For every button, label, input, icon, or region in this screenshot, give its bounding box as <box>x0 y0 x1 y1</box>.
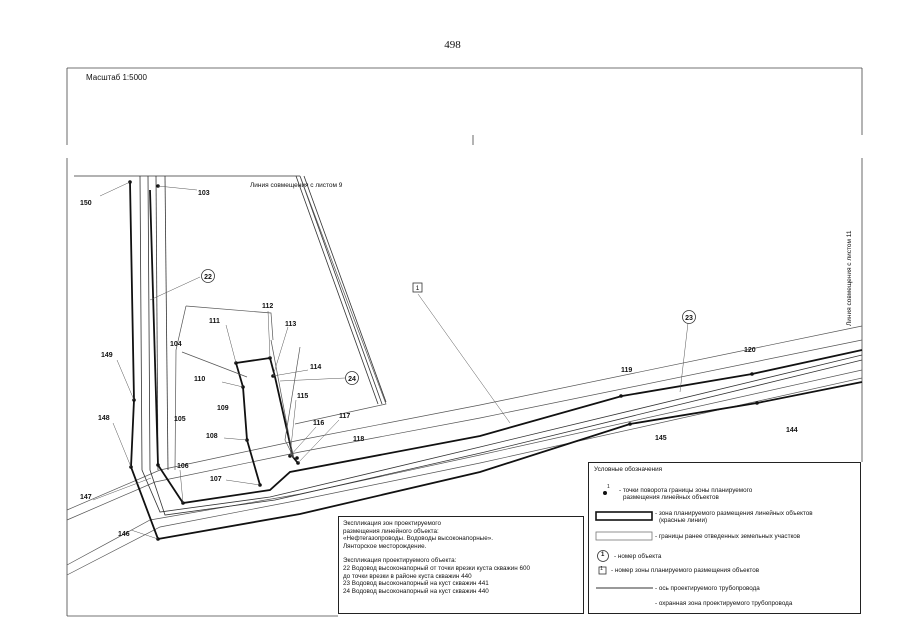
road-band <box>66 325 863 576</box>
legend-row-axis: - ось проектируемого трубопровода <box>589 583 862 597</box>
explication-line-5: Экспликация проектируемого объекта: <box>343 557 457 565</box>
point-label-108: 108 <box>206 433 218 440</box>
legend-zone-text-2: (красные линии) <box>659 517 708 524</box>
legend-zone-text-1: - зона планируемого размещения линейных … <box>655 510 813 517</box>
point-label-103: 103 <box>198 190 210 197</box>
point-label-118: 118 <box>353 436 364 443</box>
zone-symbol-icon <box>595 511 653 521</box>
point-label-105: 105 <box>174 416 186 423</box>
point-label-111: 111 <box>209 318 220 325</box>
scale-label: Масштаб 1:5000 <box>86 73 147 82</box>
point-label-150: 150 <box>80 200 92 207</box>
object-marker-22: 22 <box>201 269 215 283</box>
pipeline-axes <box>139 175 863 516</box>
object-label-22: 22 <box>204 274 212 281</box>
point-label-147: 147 <box>80 494 92 501</box>
zone-square-icon <box>598 566 607 575</box>
explication-item-3: 23 Водовод высоконапорный на куст скважи… <box>343 580 489 588</box>
match-line-top-label: Линия совмещения с листом 9 <box>250 182 343 189</box>
legend-row-object: 1 - номер объекта <box>589 549 862 563</box>
legend-zone-marker: 1 <box>600 566 604 572</box>
legend-zone-number-text: - номер зоны планируемого размещения объ… <box>611 567 760 574</box>
legend-axis-text: - ось проектируемого трубопровода <box>655 585 760 592</box>
double-line <box>295 175 387 405</box>
point-label-146: 146 <box>118 531 130 538</box>
zone-number-marker: 1 <box>412 282 423 293</box>
legend-protective-text: - охранная зона проектируемого трубопров… <box>655 600 793 607</box>
point-label-104: 104 <box>170 341 182 348</box>
point-label-107: 107 <box>210 476 222 483</box>
explication-item-2: до точки врезки в районе куста скважин 4… <box>343 572 472 580</box>
point-label-106: 106 <box>177 463 189 470</box>
legend-object-text: - номер объекта <box>614 553 662 560</box>
legend-row-protective: - охранная зона проектируемого трубопров… <box>589 598 862 612</box>
legend-plots-text: - границы ранее отведенных земельных уча… <box>655 533 801 540</box>
thin-outlines <box>174 305 301 471</box>
leader-lines <box>92 181 689 540</box>
point-label-115: 115 <box>297 393 308 400</box>
page-number: 498 <box>444 39 461 51</box>
point-label-144: 144 <box>786 427 798 434</box>
point-label-148: 148 <box>98 415 110 422</box>
pipeline-axis-icon <box>596 587 653 589</box>
land-plot-boundary <box>294 175 387 425</box>
turn-point-icon <box>603 491 607 495</box>
match-line-right-label: Линия совмещения с листом 11 <box>846 230 853 326</box>
explication-item-1: 22 Водовод высоконапорный от точки врезк… <box>343 564 530 572</box>
legend-row-plots: - границы ранее отведенных земельных уча… <box>589 530 862 544</box>
object-label-24: 24 <box>348 376 356 383</box>
point-label-112: 112 <box>262 303 273 310</box>
explication-line-3: «Нефтегазопроводы. Водоводы высоконапорн… <box>343 535 493 543</box>
explication-line-2: размещения линейного объекта: <box>343 527 439 535</box>
explication-line-4: Лянторское месторождение. <box>343 542 427 550</box>
point-label-116: 116 <box>313 420 324 427</box>
legend-object-marker: 1 <box>601 552 605 558</box>
legend-point-text-1: - точки поворота границы зоны планируемо… <box>619 487 753 494</box>
object-circle-icon <box>597 550 609 562</box>
point-label-114: 114 <box>310 364 321 371</box>
point-label-117: 117 <box>339 413 350 420</box>
plot-boundary-icon <box>595 531 653 541</box>
point-label-110: 110 <box>194 376 205 383</box>
explication-line-1: Экспликация зон проектируемого <box>343 520 441 527</box>
legend-title: Условные обозначения <box>594 466 663 473</box>
sheet-frame <box>66 67 863 617</box>
point-label-149: 149 <box>101 352 113 359</box>
legend-row-zone: - зона планируемого размещения линейных … <box>589 510 862 524</box>
object-marker-24: 24 <box>345 371 359 385</box>
legend-row-zone-number: 1 - номер зоны планируемого размещения о… <box>589 564 862 578</box>
legend-point-marker: 1 <box>607 484 610 490</box>
point-label-145: 145 <box>655 435 667 442</box>
point-label-113: 113 <box>285 321 296 328</box>
legend-box: Условные обозначения 1 - точки поворота … <box>588 462 861 614</box>
point-label-120: 120 <box>744 347 756 354</box>
legend-row-turn-point: 1 - точки поворота границы зоны планируе… <box>589 484 862 501</box>
explication-item-4: 24 Водовод высоконапорный на куст скважи… <box>343 587 489 595</box>
point-label-119: 119 <box>621 367 632 374</box>
object-marker-23: 23 <box>682 310 696 324</box>
zone-number-label: 1 <box>416 285 420 292</box>
object-label-23: 23 <box>685 315 693 322</box>
point-label-109: 109 <box>217 405 229 412</box>
explication-box: Экспликация зон проектируемого размещени… <box>338 516 584 614</box>
legend-point-text-2: размещения линейных объектов <box>623 494 719 501</box>
